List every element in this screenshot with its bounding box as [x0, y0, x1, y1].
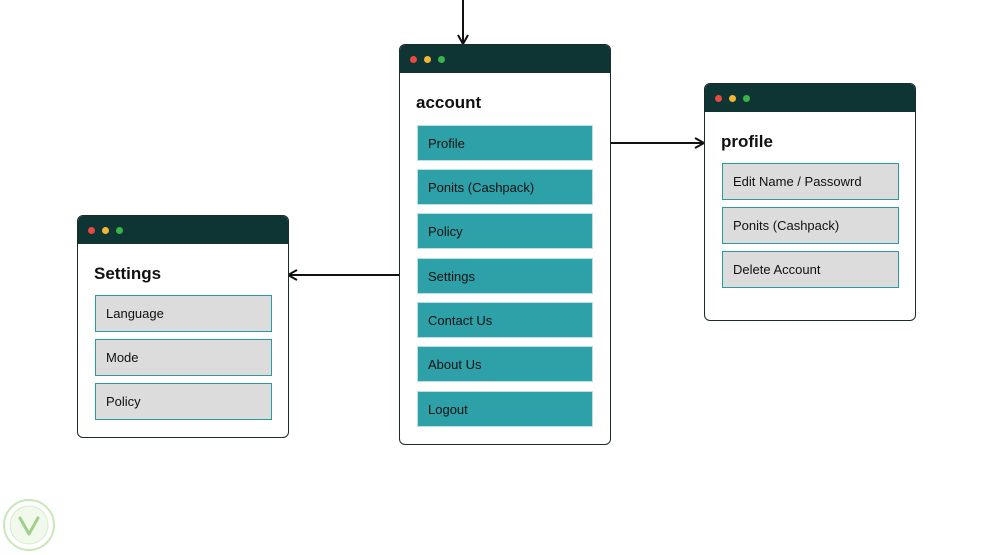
account-window: account Profile Ponits (Cashpack) Policy… — [399, 44, 611, 445]
settings-titlebar — [78, 216, 288, 244]
settings-title: Settings — [94, 264, 162, 283]
maximize-dot-icon[interactable] — [743, 94, 750, 102]
close-dot-icon[interactable] — [88, 226, 95, 234]
maximize-dot-icon[interactable] — [438, 55, 445, 63]
profile-title: profile — [721, 132, 773, 151]
logo-watermark-icon — [3, 499, 55, 551]
minimize-dot-icon[interactable] — [102, 226, 109, 234]
account-item-contact-us[interactable]: Contact Us — [417, 302, 593, 338]
profile-item-delete-account[interactable]: Delete Account — [722, 251, 899, 288]
account-item-profile[interactable]: Profile — [417, 125, 593, 161]
settings-item-language[interactable]: Language — [95, 295, 272, 332]
account-item-policy[interactable]: Policy — [417, 213, 593, 249]
account-item-settings[interactable]: Settings — [417, 258, 593, 294]
profile-titlebar — [705, 84, 915, 112]
profile-item-edit-name[interactable]: Edit Name / Passowrd — [722, 163, 899, 200]
minimize-dot-icon[interactable] — [729, 94, 736, 102]
profile-item-points[interactable]: Ponits (Cashpack) — [722, 207, 899, 244]
account-item-points[interactable]: Ponits (Cashpack) — [417, 169, 593, 205]
account-titlebar — [400, 45, 610, 73]
account-item-about-us[interactable]: About Us — [417, 346, 593, 382]
account-item-logout[interactable]: Logout — [417, 391, 593, 427]
profile-window: profile Edit Name / Passowrd Ponits (Cas… — [704, 83, 916, 321]
settings-window: Settings Language Mode Policy — [77, 215, 289, 438]
settings-item-policy[interactable]: Policy — [95, 383, 272, 420]
close-dot-icon[interactable] — [410, 55, 417, 63]
maximize-dot-icon[interactable] — [116, 226, 123, 234]
settings-item-mode[interactable]: Mode — [95, 339, 272, 376]
account-title: account — [416, 93, 482, 112]
close-dot-icon[interactable] — [715, 94, 722, 102]
minimize-dot-icon[interactable] — [424, 55, 431, 63]
